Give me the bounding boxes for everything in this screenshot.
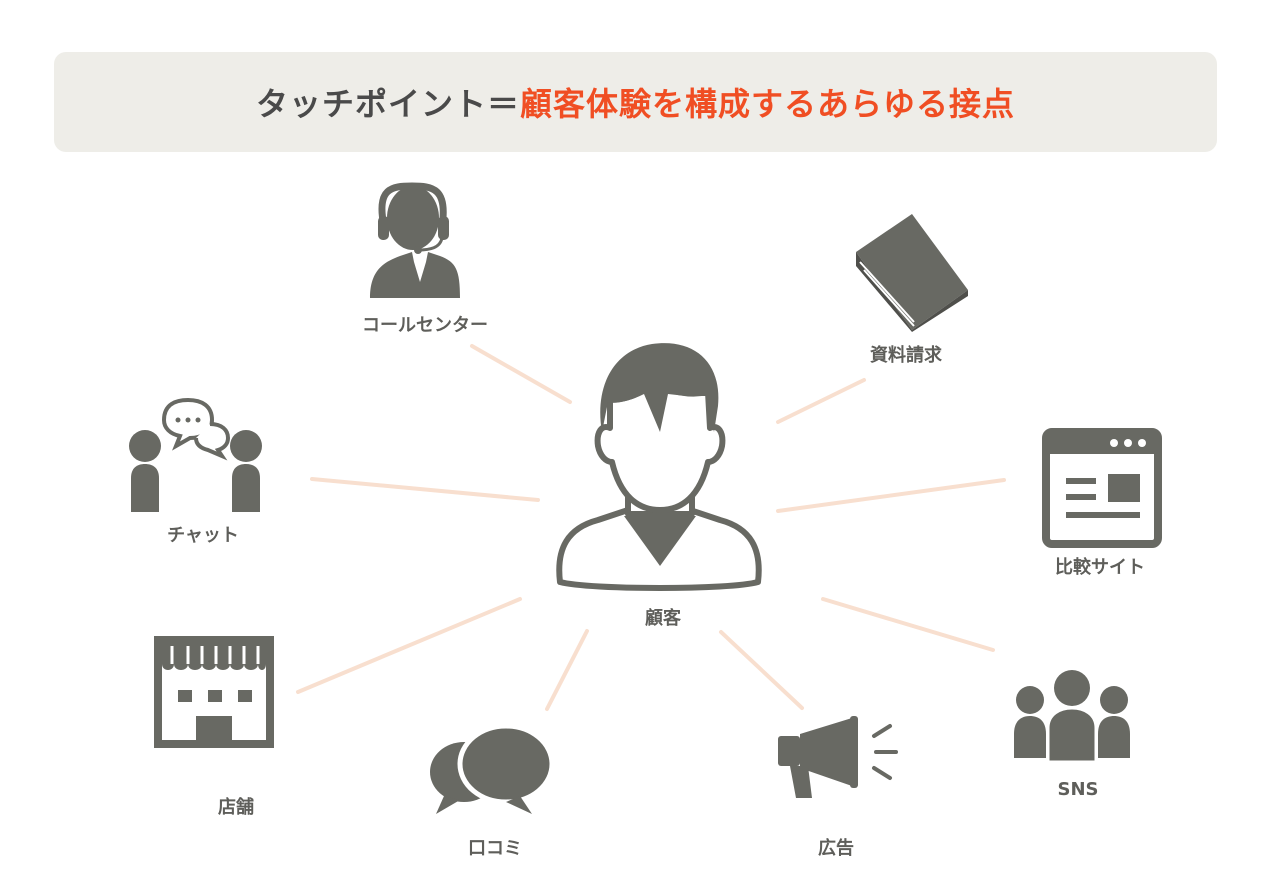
megaphone-icon [778,716,898,798]
store-icon [154,636,274,748]
center-label: 顧客 [645,607,682,629]
chat-people-icon [129,397,262,512]
connector-lines [296,344,1006,711]
title-accent: 顧客体験を構成するあらゆる接点 [520,85,1016,123]
comparison-website-icon [1042,428,1162,548]
connector-call-center [470,344,572,404]
touchpoint-label-sns: SNS [1058,779,1099,800]
title-prefix: タッチポイント＝ [255,85,520,123]
call-center-operator-icon [370,182,460,298]
touchpoint-label-comparison-site: 比較サイト [1055,556,1145,578]
touchpoint-label-brochure: 資料請求 [870,344,943,366]
customer-person-icon [556,343,762,591]
connector-brochure [776,378,866,424]
touchpoint-label-chat: チャット [167,525,239,546]
people-group-icon [1014,670,1130,764]
connector-sns [821,597,995,652]
connector-store [296,597,522,694]
touchpoint-label-store: 店舗 [218,796,254,818]
title-banner: タッチポイント＝顧客体験を構成するあらゆる接点 [54,52,1217,152]
speech-bubbles-icon [430,723,555,814]
connector-comparison-site [776,478,1006,513]
brochure-book-icon [856,214,968,332]
connector-word-of-mouth [545,629,589,711]
connector-advertising [719,630,804,710]
touchpoint-label-word-of-mouth: 口コミ [468,838,522,859]
touchpoint-label-call-center: コールセンター [362,315,488,336]
touchpoint-label-advertising: 広告 [818,837,854,859]
connector-chat [310,477,540,502]
